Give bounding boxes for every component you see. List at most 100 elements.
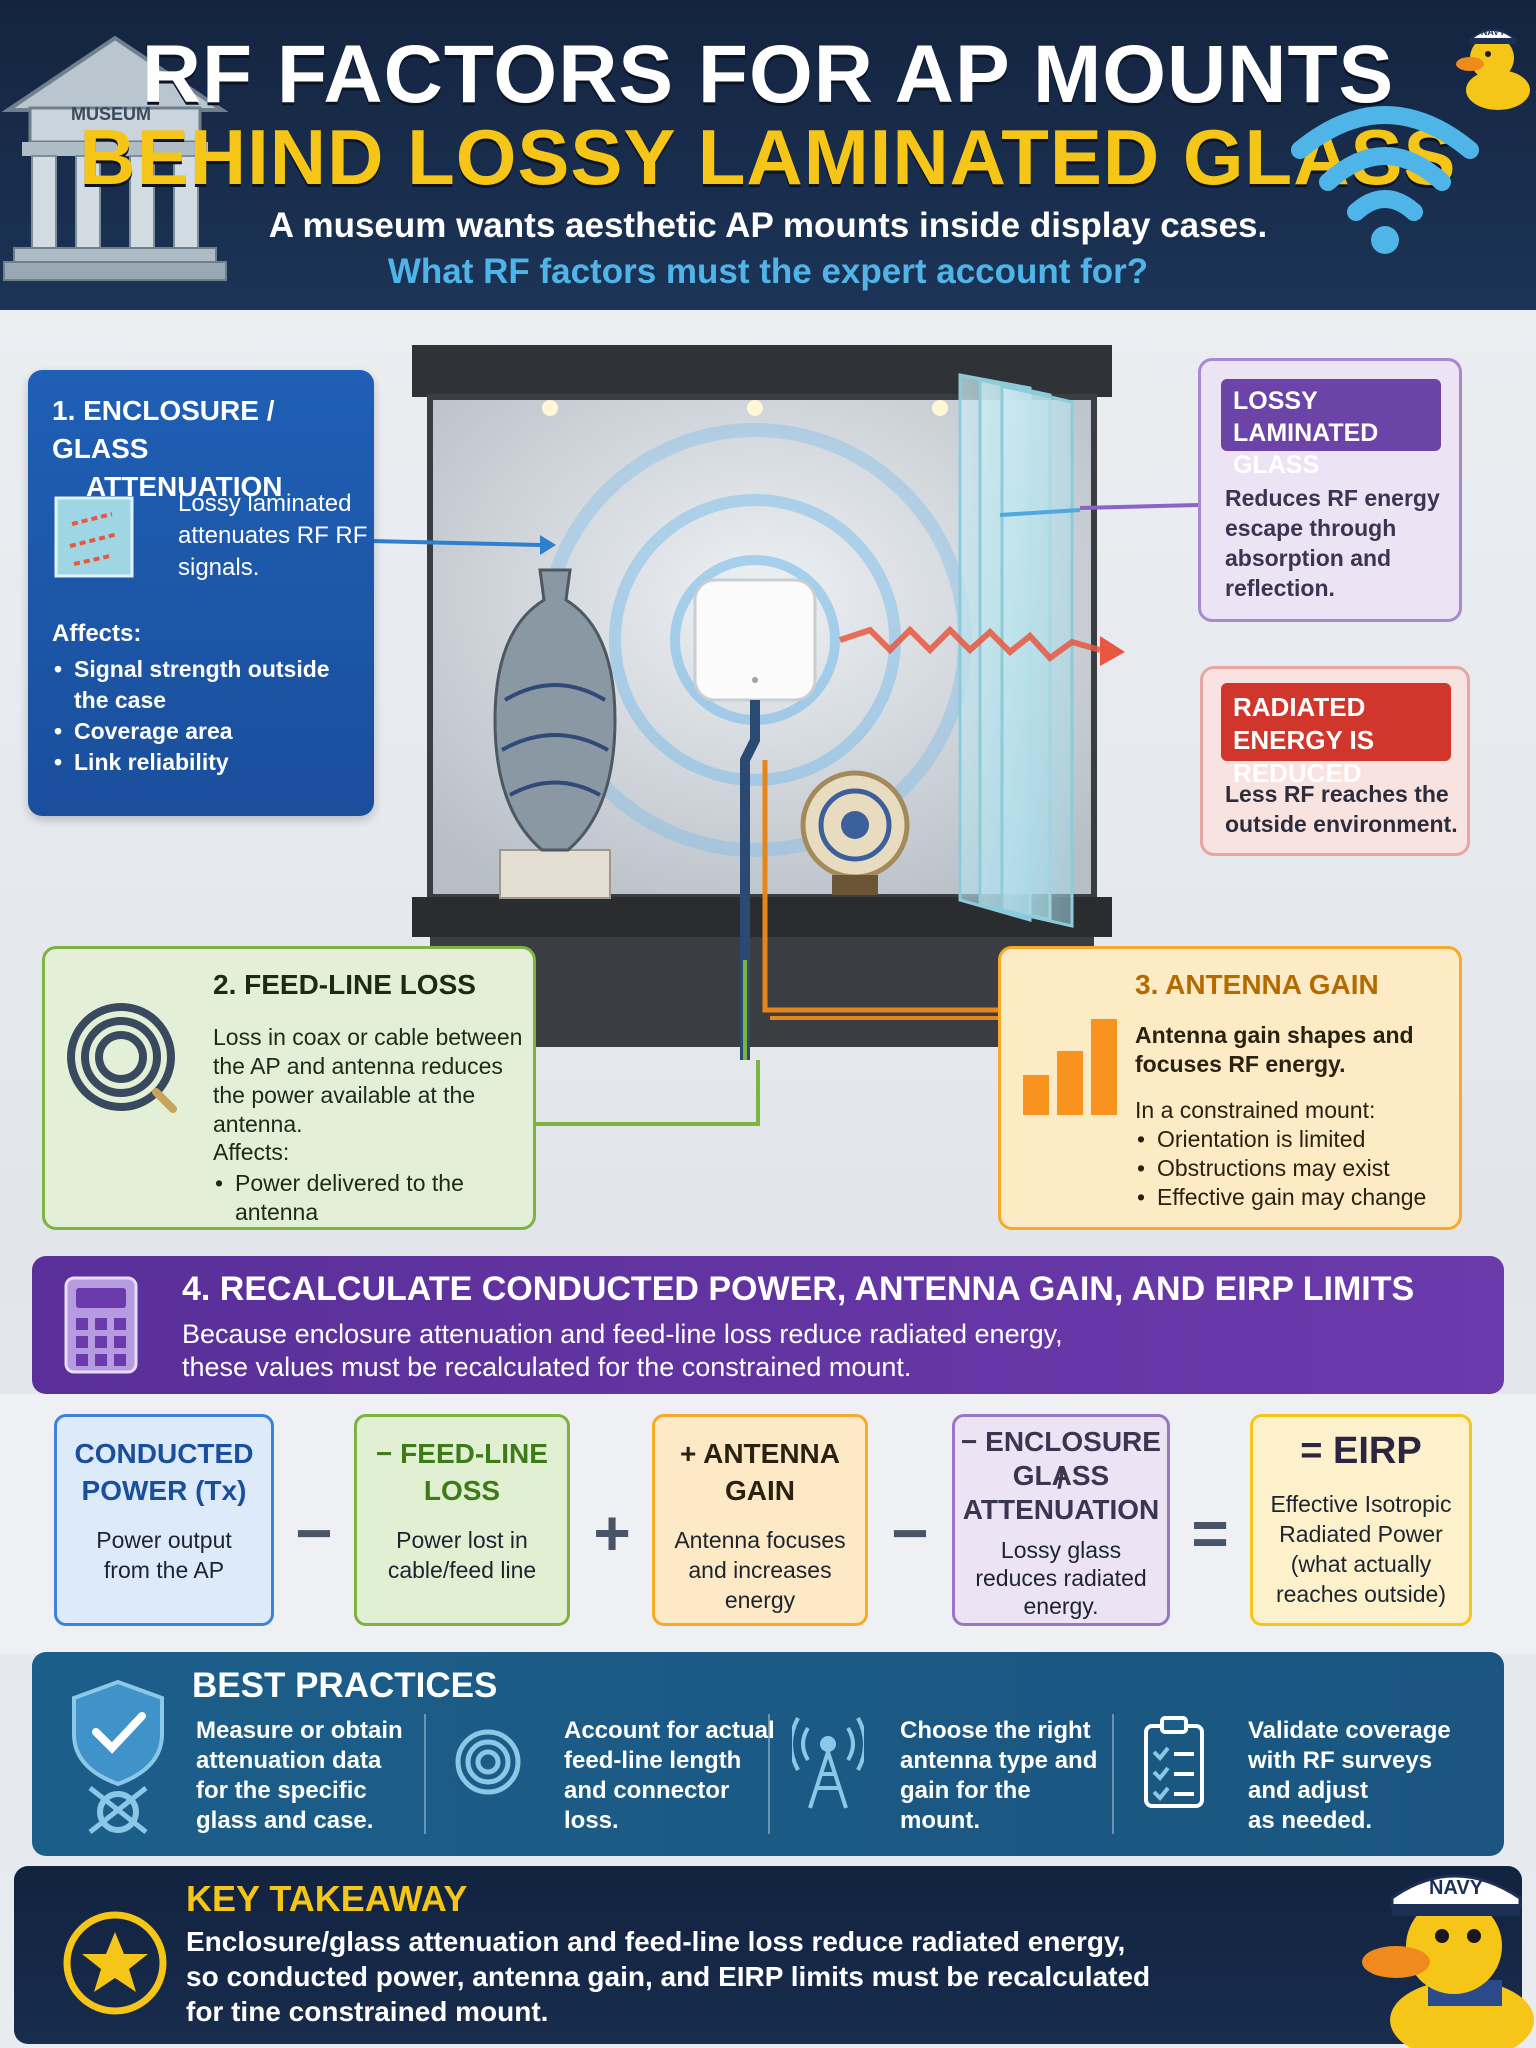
antenna-gain-description: Antenna gain shapes and focuses RF energ… <box>1135 1022 1414 1077</box>
formula-gain-desc-line3: energy <box>724 1587 796 1613</box>
best-practice-line: Validate coverage <box>1248 1717 1451 1744</box>
list-item: Coverage area <box>52 716 362 747</box>
formula-gain-title-line1: + ANTENNA <box>680 1438 840 1469</box>
glass-pane-icon <box>54 496 134 578</box>
antenna-gain-list: Orientation is limited Obstructions may … <box>1135 1125 1455 1212</box>
enclosure-attenuation-card: 1. ENCLOSURE / GLASS ATTENUATION Lossy l… <box>28 370 374 816</box>
best-practice-line: and connector <box>564 1777 730 1804</box>
list-item: Power delivered to the antenna <box>213 1169 523 1227</box>
list-item: Link reliability <box>52 747 362 778</box>
formula-glass-title-line1: − ENCLOSURE / <box>961 1426 1161 1494</box>
feed-line-description: Loss in coax or cable between the AP and… <box>213 1024 523 1137</box>
antenna-gain-sub-label: In a constrained mount: <box>1135 1097 1376 1123</box>
best-practice-line: antenna type and <box>900 1747 1098 1774</box>
clipboard-check-icon <box>1144 1716 1204 1808</box>
key-takeaway-line2: so conducted power, antenna gain, and EI… <box>186 1961 1151 1992</box>
formula-eirp-title: = EIRP <box>1300 1430 1422 1472</box>
formula-feed-line-loss: − FEED-LINE LOSS Power lost in cable/fee… <box>354 1414 570 1626</box>
duck-cap-label: NAVY <box>1481 27 1505 37</box>
formula-enclosure-attenuation: − ENCLOSURE / GLASS ATTENUATION Lossy gl… <box>952 1414 1170 1626</box>
page-title-line1: RF FACTORS FOR AP MOUNTS <box>141 29 1395 120</box>
formula-glass-desc-line2: reduces radiated <box>975 1565 1147 1591</box>
antenna-gain-title: 3. ANTENNA GAIN <box>1135 969 1379 1000</box>
radiated-energy-card: RADIATED ENERGY IS REDUCED Less RF reach… <box>1200 666 1470 856</box>
key-takeaway-line1: Enclosure/glass attenuation and feed-lin… <box>186 1926 1126 1957</box>
plus-operator: + <box>593 1497 631 1569</box>
feed-line-title: 2. FEED-LINE LOSS <box>213 969 476 1000</box>
best-practice-line: mount. <box>900 1807 980 1834</box>
best-practice-item: Measure or obtain attenuation data for t… <box>196 1716 403 1836</box>
formula-conducted-title-line2: POWER (Tx) <box>81 1475 247 1506</box>
star-icon <box>63 1911 167 2015</box>
lossy-glass-title: LOSSY LAMINATED GLASS <box>1233 387 1379 479</box>
best-practice-line: attenuation data <box>196 1747 382 1774</box>
list-item: Effective gain may change <box>1135 1183 1455 1212</box>
formula-gain-desc-line1: Antenna focuses <box>674 1527 846 1553</box>
radiated-energy-title-badge: RADIATED ENERGY IS REDUCED <box>1221 683 1451 788</box>
formula-eirp-desc-line2: Radiated Power <box>1279 1521 1443 1547</box>
list-item: Obstructions may exist <box>1135 1154 1455 1183</box>
best-practice-item: Validate coverage with RF surveys and ad… <box>1248 1716 1451 1836</box>
best-practice-line: and adjust <box>1248 1777 1369 1804</box>
feed-line-loss-card: 2. FEED-LINE LOSS Loss in coax or cable … <box>42 946 536 1230</box>
best-practice-line: Account for actual <box>564 1717 775 1744</box>
enclosure-affects-list: Signal strength outside the case Coverag… <box>52 654 362 778</box>
formula-feed-title-line1: − FEED-LINE <box>376 1438 548 1469</box>
minus-operator: − <box>295 1497 333 1569</box>
recalculate-desc-line1: Because enclosure attenuation and feed-l… <box>182 1319 1063 1349</box>
divider <box>1112 1714 1114 1834</box>
duck-cap-label: NAVY <box>1429 1877 1484 1899</box>
formula-eirp-desc-line4: reaches outside) <box>1275 1581 1447 1607</box>
header-banner <box>0 0 1536 310</box>
best-practice-line: as needed. <box>1248 1807 1373 1834</box>
museum-icon <box>1 35 229 281</box>
list-item: Signal strength outside the case <box>52 654 362 716</box>
eirp-formula: CONDUCTED POWER (Tx) Power output from t… <box>0 1394 1536 1654</box>
display-case-illustration <box>412 345 1125 1060</box>
coil-icon <box>67 1003 177 1113</box>
list-item: Orientation is limited <box>1135 1125 1455 1154</box>
lossy-glass-card: LOSSY LAMINATED GLASS Reduces RF energy … <box>1198 358 1462 622</box>
formula-glass-desc-line3: energy. <box>1023 1593 1099 1619</box>
wifi-icon <box>1291 106 1479 254</box>
best-practice-item: Account for actual feed-line length and … <box>564 1716 775 1836</box>
enclosure-affects-label: Affects: <box>52 620 142 647</box>
duck-mascot-icon: NAVY <box>1456 27 1530 110</box>
radiated-energy-title: RADIATED ENERGY IS REDUCED <box>1233 692 1375 788</box>
best-practice-line: for the specific <box>196 1777 367 1804</box>
formula-conducted-desc-line2: from the AP <box>103 1557 225 1583</box>
recalculate-description: Because enclosure attenuation and feed-l… <box>182 1318 1462 1384</box>
equals-operator: = <box>1191 1497 1229 1569</box>
best-practice-line: with RF surveys <box>1248 1747 1433 1774</box>
feed-line-affects-label: Affects: <box>213 1139 290 1165</box>
best-practices-title: BEST PRACTICES <box>192 1666 498 1705</box>
calculator-icon <box>64 1276 138 1374</box>
divider <box>768 1714 770 1834</box>
antenna-tower-icon <box>792 1717 864 1809</box>
bar-chart-icon <box>1023 1019 1117 1115</box>
page-subtitle-line1: A museum wants aesthetic AP mounts insid… <box>268 206 1268 245</box>
cable-loop-icon <box>455 1729 521 1795</box>
best-practice-line: feed-line length <box>564 1747 742 1774</box>
page-title-line2: BEHIND LOSSY LAMINATED GLASS <box>79 113 1457 201</box>
key-takeaway-title: KEY TAKEAWAY <box>186 1878 468 1919</box>
shield-check-icon <box>72 1679 164 1834</box>
page-subtitle-line2: What RF factors must the expert account … <box>387 252 1149 291</box>
formula-feed-desc-line1: Power lost in <box>396 1527 528 1553</box>
best-practice-line: loss. <box>564 1807 619 1834</box>
formula-gain-desc-line2: and increases <box>688 1557 832 1583</box>
best-practice-line: gain for the <box>900 1777 1031 1804</box>
formula-conducted-desc-line1: Power output <box>96 1527 232 1553</box>
best-practices-panel: BEST PRACTICES Measure or obtain attenua… <box>32 1652 1504 1856</box>
formula-eirp: = EIRP Effective Isotropic Radiated Powe… <box>1250 1414 1472 1626</box>
best-practice-item: Choose the right antenna type and gain f… <box>900 1716 1097 1836</box>
formula-conducted-title-line1: CONDUCTED <box>74 1438 254 1469</box>
formula-gain-title-line2: GAIN <box>725 1475 795 1506</box>
formula-conducted-power: CONDUCTED POWER (Tx) Power output from t… <box>54 1414 274 1626</box>
formula-feed-title-line2: LOSS <box>423 1475 501 1506</box>
divider <box>424 1714 426 1834</box>
recalculate-desc-line2: these values must be recalculated for th… <box>182 1352 912 1382</box>
minus-operator: − <box>891 1497 929 1569</box>
best-practice-line: Measure or obtain <box>196 1717 403 1744</box>
radiated-energy-description: Less RF reaches the outside environment. <box>1225 781 1458 837</box>
